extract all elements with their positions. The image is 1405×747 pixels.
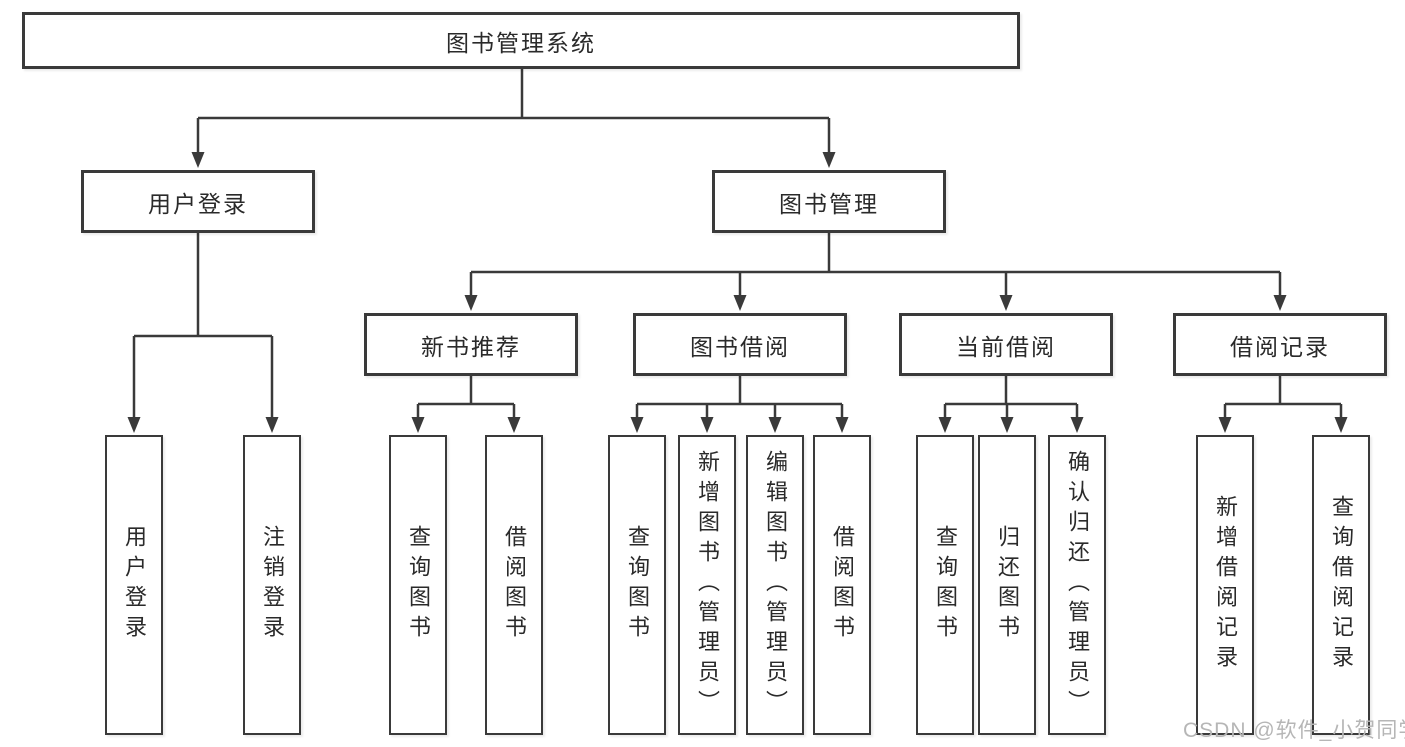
leaf-borrow-add-books-admin: 新增图书（管理员）: [678, 435, 736, 735]
leaf-recommend-query-books-label: 查询图书: [406, 525, 431, 645]
leaf-current-query-books: 查询图书: [916, 435, 974, 735]
leaf-recommend-borrow-books-label: 借阅图书: [502, 525, 527, 645]
leaf-borrow-borrow-books-label: 借阅图书: [830, 525, 855, 645]
node-book-management: 图书管理: [712, 170, 946, 233]
node-current-borrow: 当前借阅: [899, 313, 1113, 376]
leaf-user-login: 用户登录: [105, 435, 163, 735]
leaf-records-add-record: 新增借阅记录: [1196, 435, 1254, 735]
leaf-logout-label: 注销登录: [260, 525, 285, 645]
leaf-current-confirm-return-admin: 确认归还（管理员）: [1048, 435, 1106, 735]
node-borrow-records: 借阅记录: [1173, 313, 1387, 376]
leaf-borrow-query-books: 查询图书: [608, 435, 666, 735]
csdn-watermark: CSDN @软件_小贺同学: [1183, 719, 1405, 742]
leaf-borrow-edit-books-admin-label: 编辑图书（管理员）: [763, 450, 788, 720]
leaf-current-return-books: 归还图书: [978, 435, 1036, 735]
leaf-records-add-record-label: 新增借阅记录: [1213, 495, 1238, 675]
node-new-book-recommend: 新书推荐: [364, 313, 578, 376]
leaf-recommend-query-books: 查询图书: [389, 435, 447, 735]
leaf-current-query-books-label: 查询图书: [933, 525, 958, 645]
leaf-records-query-record: 查询借阅记录: [1312, 435, 1370, 735]
leaf-recommend-borrow-books: 借阅图书: [485, 435, 543, 735]
leaf-borrow-add-books-admin-label: 新增图书（管理员）: [695, 450, 720, 720]
leaf-borrow-borrow-books: 借阅图书: [813, 435, 871, 735]
leaf-logout: 注销登录: [243, 435, 301, 735]
leaf-user-login-label: 用户登录: [122, 525, 147, 645]
leaf-records-query-record-label: 查询借阅记录: [1329, 495, 1354, 675]
leaf-current-confirm-return-admin-label: 确认归还（管理员）: [1065, 450, 1090, 720]
node-book-borrow: 图书借阅: [633, 313, 847, 376]
node-user-login: 用户登录: [81, 170, 315, 233]
leaf-borrow-query-books-label: 查询图书: [625, 525, 650, 645]
node-root-library-system: 图书管理系统: [22, 12, 1020, 69]
leaf-current-return-books-label: 归还图书: [995, 525, 1020, 645]
leaf-borrow-edit-books-admin: 编辑图书（管理员）: [746, 435, 804, 735]
